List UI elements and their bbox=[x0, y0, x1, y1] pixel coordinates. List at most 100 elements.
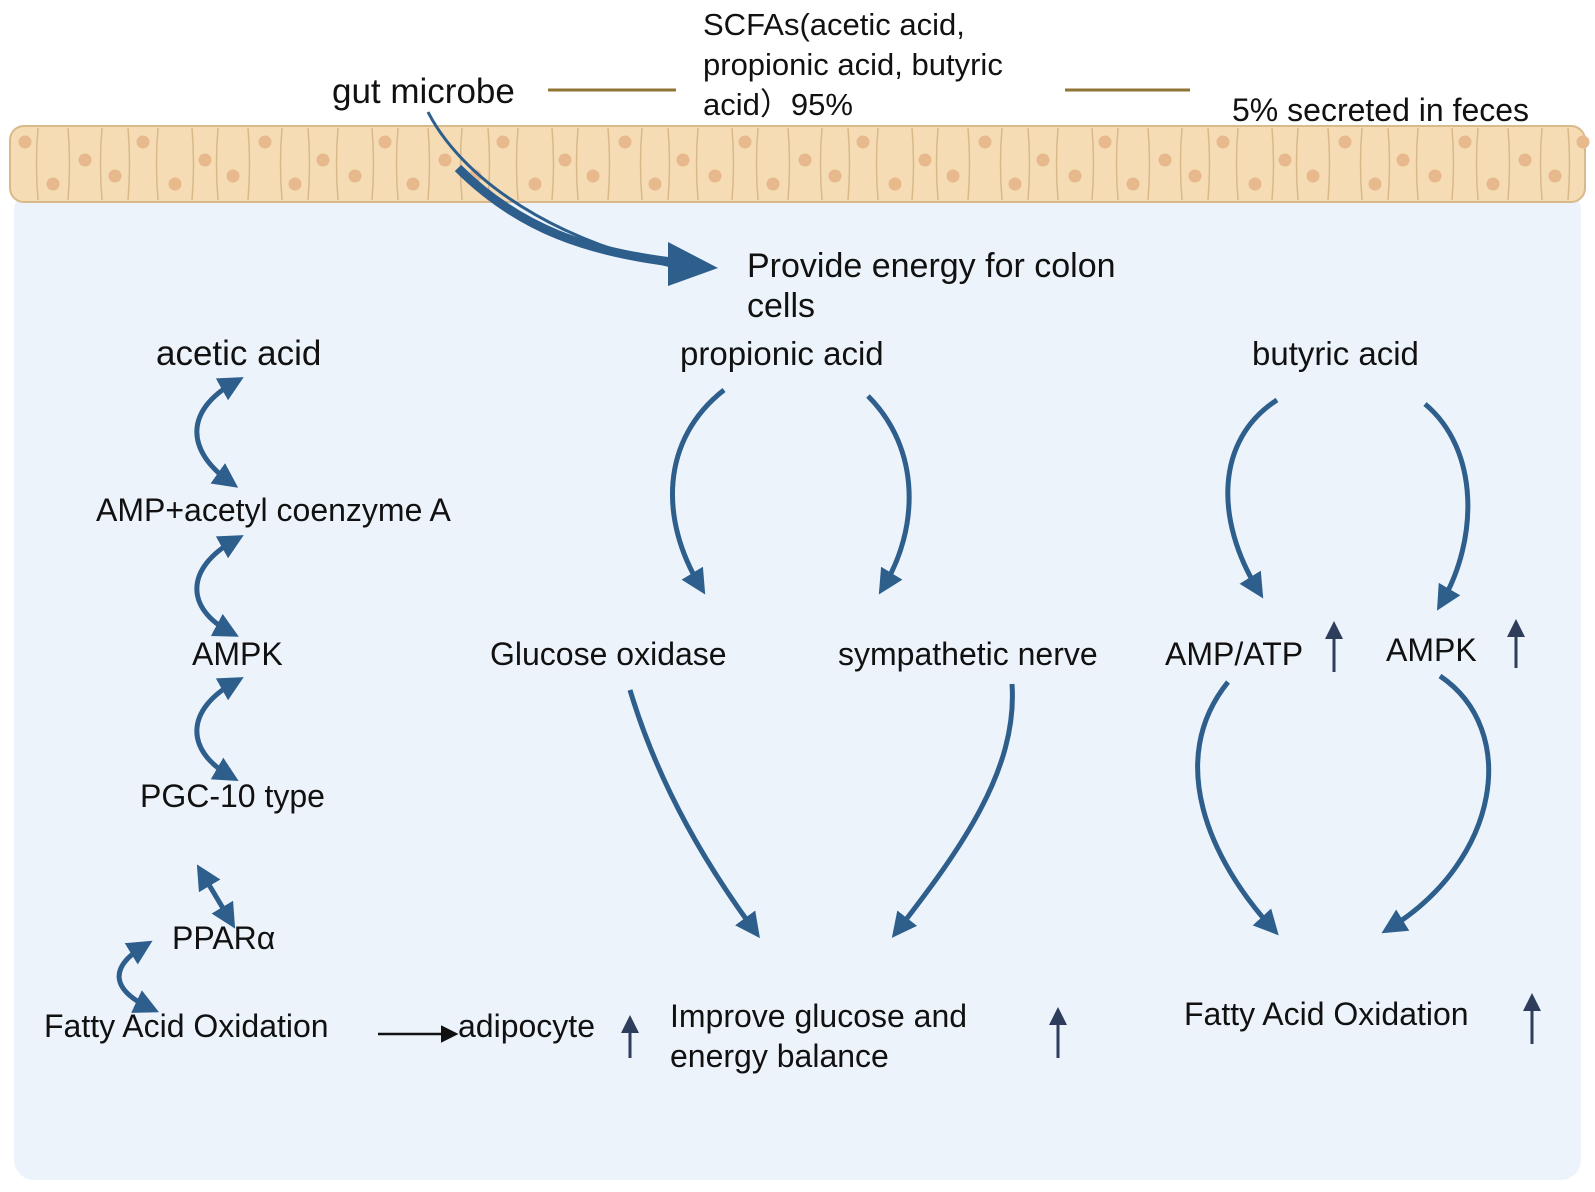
cell-wall bbox=[307, 127, 311, 201]
gut-microbe-thick-curve bbox=[454, 164, 673, 267]
cell-wall bbox=[1387, 127, 1391, 201]
cell-wall bbox=[875, 127, 879, 201]
fatty-acid-oxidation-butyric-label: Fatty Acid Oxidation bbox=[1184, 996, 1469, 1032]
improve-balance-label-line1: Improve glucose and bbox=[670, 998, 968, 1034]
cell-nucleus bbox=[18, 135, 32, 149]
cell-nucleus bbox=[946, 169, 960, 183]
cell-wall bbox=[395, 127, 399, 201]
cell-wall bbox=[459, 127, 463, 201]
cell-nucleus bbox=[288, 177, 302, 191]
cell-wall bbox=[515, 127, 519, 201]
cell-nucleus bbox=[1278, 153, 1292, 167]
cell-nucleus bbox=[258, 135, 272, 149]
cell-wall bbox=[1539, 127, 1543, 201]
cell-wall bbox=[1091, 127, 1095, 201]
cell-wall bbox=[215, 127, 219, 201]
cell-wall bbox=[819, 127, 823, 201]
amp-acetyl-coa-label: AMP+acetyl coenzyme A bbox=[96, 492, 451, 528]
cell-nucleus bbox=[1396, 153, 1410, 167]
cell-nucleus bbox=[1008, 177, 1022, 191]
cell-nucleus bbox=[136, 135, 150, 149]
cell-wall bbox=[1235, 127, 1239, 201]
cell-nucleus bbox=[78, 153, 92, 167]
cell-nucleus bbox=[1158, 153, 1172, 167]
cell-wall bbox=[999, 127, 1003, 201]
cell-nucleus bbox=[798, 153, 812, 167]
cell-wall bbox=[1327, 127, 1331, 201]
arrow-acetic-to-amp bbox=[194, 377, 244, 488]
epithelial-cells bbox=[18, 127, 1590, 201]
cell-nucleus bbox=[168, 177, 182, 191]
cell-nucleus bbox=[1126, 177, 1140, 191]
cell-nucleus bbox=[1548, 169, 1562, 183]
cell-wall bbox=[1147, 127, 1151, 201]
scfa-label-line3: acid）95% bbox=[703, 87, 853, 122]
cell-wall bbox=[335, 127, 339, 201]
ampk-butyric-label: AMPK bbox=[1386, 632, 1477, 668]
arrow-butyric-to-amp-atp bbox=[1225, 397, 1279, 599]
cell-wall bbox=[1295, 127, 1299, 201]
cell-nucleus bbox=[1368, 177, 1382, 191]
cell-nucleus bbox=[1576, 135, 1590, 149]
cell-nucleus bbox=[226, 169, 240, 183]
cell-wall bbox=[551, 127, 555, 201]
cell-nucleus bbox=[46, 177, 60, 191]
cell-wall bbox=[731, 127, 735, 201]
cell-wall bbox=[607, 127, 611, 201]
cell-nucleus bbox=[1458, 135, 1472, 149]
cell-wall bbox=[1451, 127, 1455, 201]
arrow-ampk-to-fao bbox=[1381, 673, 1492, 934]
cell-nucleus bbox=[406, 177, 420, 191]
cell-nucleus bbox=[648, 177, 662, 191]
adipocyte-label: adipocyte bbox=[458, 1008, 595, 1044]
glucose-oxidase-label: Glucose oxidase bbox=[490, 636, 727, 672]
lumen-background bbox=[14, 190, 1581, 1180]
cell-wall bbox=[1567, 127, 1571, 201]
fatty-acid-oxidation-acetic-label: Fatty Acid Oxidation bbox=[44, 1008, 329, 1044]
arrow-ampk-to-pgc bbox=[194, 677, 244, 782]
scfa-label-line1: SCFAs(acetic acid, bbox=[703, 7, 965, 42]
arrow-amp-to-ampk bbox=[194, 535, 244, 637]
cell-nucleus bbox=[1486, 177, 1500, 191]
cell-wall bbox=[1179, 127, 1183, 201]
butyric-acid-label: butyric acid bbox=[1252, 335, 1419, 372]
feces-label: 5% secreted in feces bbox=[1232, 92, 1530, 128]
cell-wall bbox=[1507, 127, 1511, 201]
cell-nucleus bbox=[1216, 135, 1230, 149]
cell-nucleus bbox=[1098, 135, 1112, 149]
cell-wall bbox=[667, 127, 671, 201]
cell-nucleus bbox=[1036, 153, 1050, 167]
cell-nucleus bbox=[198, 153, 212, 167]
cell-wall bbox=[1475, 127, 1479, 201]
cell-wall bbox=[755, 127, 759, 201]
colon-energy-label-line1: Provide energy for colon bbox=[747, 247, 1116, 285]
cell-wall bbox=[787, 127, 791, 201]
sympathetic-nerve-label: sympathetic nerve bbox=[838, 636, 1098, 672]
cell-nucleus bbox=[558, 153, 572, 167]
cell-nucleus bbox=[708, 169, 722, 183]
amp-atp-label: AMP/ATP bbox=[1165, 636, 1304, 672]
cell-wall bbox=[1271, 127, 1275, 201]
acetic-acid-label: acetic acid bbox=[156, 334, 322, 373]
arrow-glucose-oxidase-to-improve bbox=[627, 689, 760, 939]
cell-wall bbox=[191, 127, 195, 201]
cell-wall bbox=[1359, 127, 1363, 201]
cell-nucleus bbox=[528, 177, 542, 191]
cell-nucleus bbox=[1068, 169, 1082, 183]
cell-nucleus bbox=[586, 169, 600, 183]
cell-wall bbox=[935, 127, 939, 201]
cell-wall bbox=[279, 127, 283, 201]
cell-wall bbox=[67, 127, 71, 201]
cell-wall bbox=[371, 127, 375, 201]
epithelium-band bbox=[9, 125, 1586, 203]
cell-wall bbox=[695, 127, 699, 201]
arrow-ppar-to-fao bbox=[116, 940, 160, 1013]
arrow-propionic-to-sympathetic bbox=[866, 394, 912, 595]
cell-wall bbox=[1055, 127, 1059, 201]
cell-nucleus bbox=[738, 135, 752, 149]
cell-nucleus bbox=[888, 177, 902, 191]
cell-nucleus bbox=[1428, 169, 1442, 183]
cell-wall bbox=[127, 127, 131, 201]
arrow-amp-atp-to-fao bbox=[1195, 680, 1279, 936]
